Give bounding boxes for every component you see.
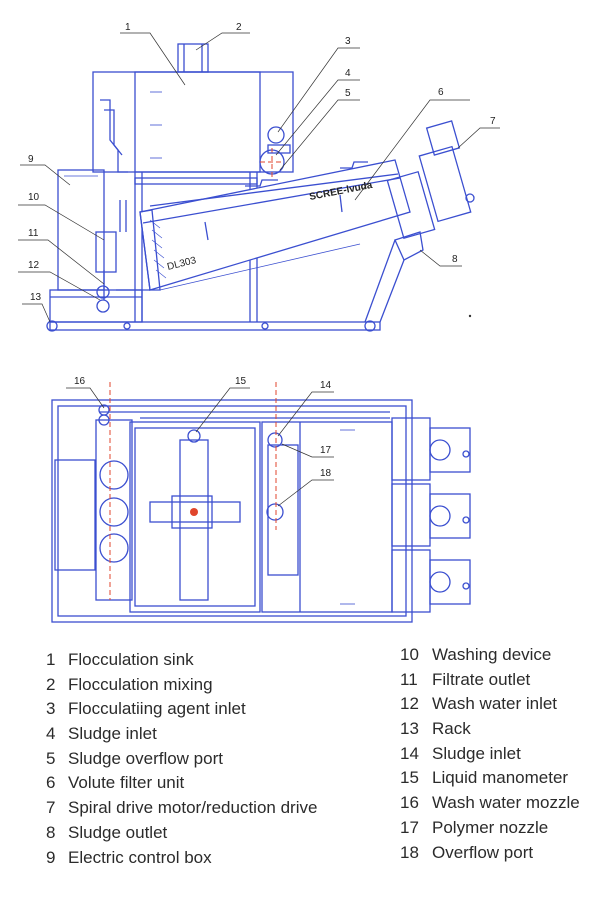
callout-17: 17 [320,445,332,456]
callout-18: 18 [320,468,332,479]
callout-14: 14 [320,380,332,391]
callout-11: 11 [28,228,39,239]
machine-diagram: DL303 SCREE-lvuda 1 2 3 4 5 6 7 8 9 10 1… [18,22,500,623]
callout-3: 3 [345,36,351,47]
callout-16: 16 [74,376,86,387]
callout-15: 15 [235,376,247,387]
callout-12: 12 [28,260,40,271]
callout-9: 9 [28,154,34,165]
callout-13: 13 [30,292,42,303]
callout-2: 2 [236,22,242,33]
top-view: 16 15 14 17 18 [51,376,471,623]
callout-10: 10 [28,192,40,203]
side-view: DL303 SCREE-lvuda 1 2 3 4 5 6 7 8 9 10 1… [18,22,500,332]
callout-5: 5 [345,88,351,99]
callout-4: 4 [345,68,351,79]
callout-6: 6 [438,87,444,98]
callout-7: 7 [490,116,496,127]
callout-1: 1 [125,22,131,33]
callout-8: 8 [452,254,458,265]
